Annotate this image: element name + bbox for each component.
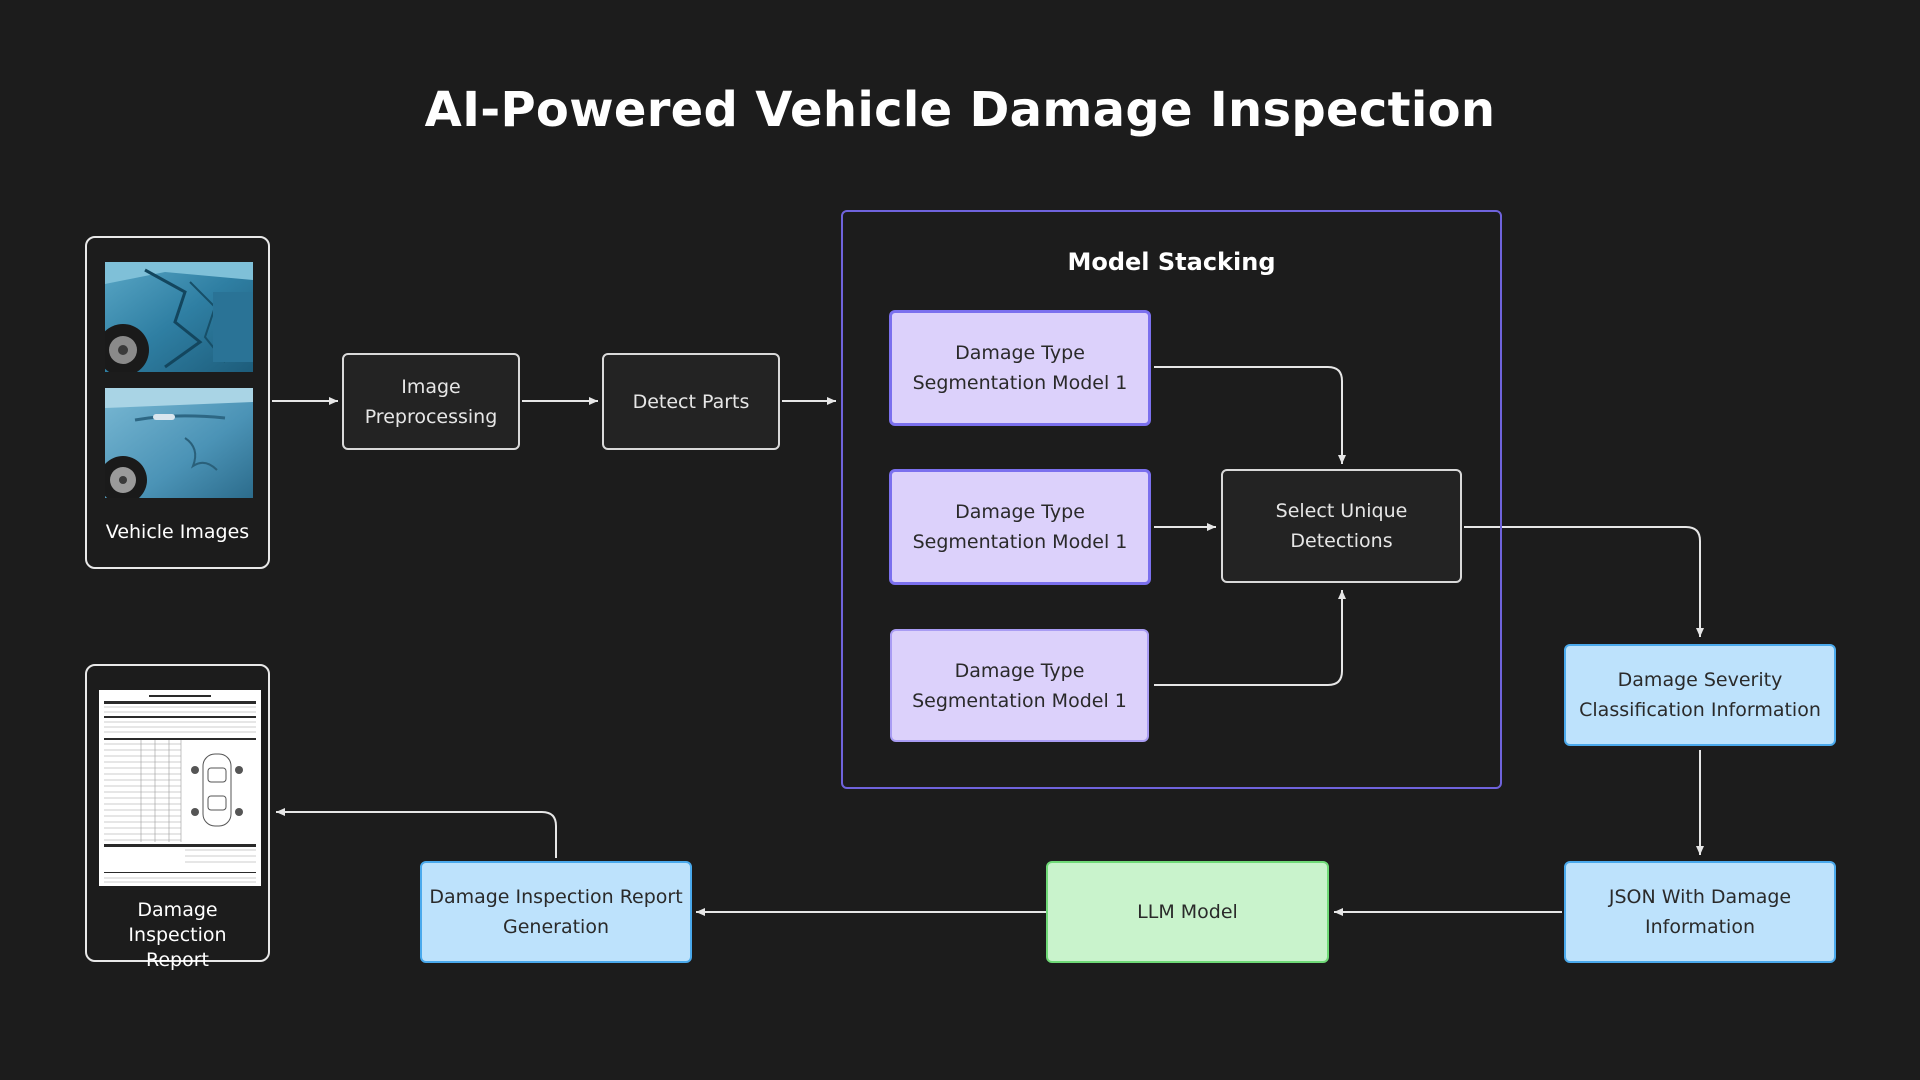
edge-report-generation-to-report [276,808,557,858]
detect-parts-label: Detect Parts [632,390,750,413]
inspection-report-label: Damage Inspection Report [87,898,268,973]
json-damage-info-node: JSON With Damage Information [1564,861,1836,963]
damaged-car-photo-1 [105,262,253,372]
segmentation-model-node-3: Damage Type Segmentation Model 1 [890,629,1149,742]
model-stacking-title: Model Stacking [1067,248,1276,276]
detect-parts-node: Detect Parts [602,353,780,450]
json-damage-info-line1: JSON With Damage [1608,886,1792,908]
model-stacking-panel: Model Stacking [841,210,1502,789]
llm-model-label: LLM Model [1137,901,1238,923]
segmentation-model-2-line1: Damage Type [955,501,1085,523]
vehicle-images-card: Vehicle Images [85,236,270,569]
diagram-title: AI-Powered Vehicle Damage Inspection [424,82,1496,138]
image-preprocessing-line2: Preprocessing [364,405,498,428]
select-unique-line2: Detections [1290,530,1393,552]
inspection-report-line1: Damage Inspection [128,899,227,946]
report-generation-line1: Damage Inspection Report [429,886,683,908]
image-preprocessing-node: Image Preprocessing [342,353,520,450]
damaged-car-photo-2 [105,388,253,498]
vehicle-images-label: Vehicle Images [105,521,250,543]
segmentation-model-3-line2: Segmentation Model 1 [912,689,1127,712]
inspection-report-line2: Report [146,949,209,971]
segmentation-model-2-line2: Segmentation Model 1 [912,531,1128,553]
inspection-report-card: Damage Inspection Report [85,664,270,971]
image-preprocessing-line1: Image [401,375,461,398]
damage-severity-line1: Damage Severity [1617,669,1783,691]
damage-severity-node: Damage Severity Classification Informati… [1564,644,1836,746]
report-document-thumbnail [99,690,261,886]
damage-severity-line2: Classification Information [1579,699,1821,721]
segmentation-model-node-1: Damage Type Segmentation Model 1 [889,310,1151,426]
segmentation-model-1-line1: Damage Type [955,342,1085,364]
select-unique-detections-node: Select Unique Detections [1221,469,1462,583]
edge-model-a-to-select [1154,366,1346,464]
segmentation-model-node-2: Damage Type Segmentation Model 1 [889,469,1151,585]
select-unique-line1: Select Unique [1275,500,1408,522]
llm-model-node: LLM Model [1046,861,1329,963]
segmentation-model-1-line2: Segmentation Model 1 [912,372,1128,394]
report-generation-line2: Generation [503,916,609,938]
report-generation-node: Damage Inspection Report Generation [420,861,692,963]
segmentation-model-3-line1: Damage Type [954,659,1085,682]
edge-model-c-to-select [1154,590,1346,686]
edge-select-to-severity [1464,526,1704,637]
json-damage-info-line2: Information [1645,916,1755,938]
